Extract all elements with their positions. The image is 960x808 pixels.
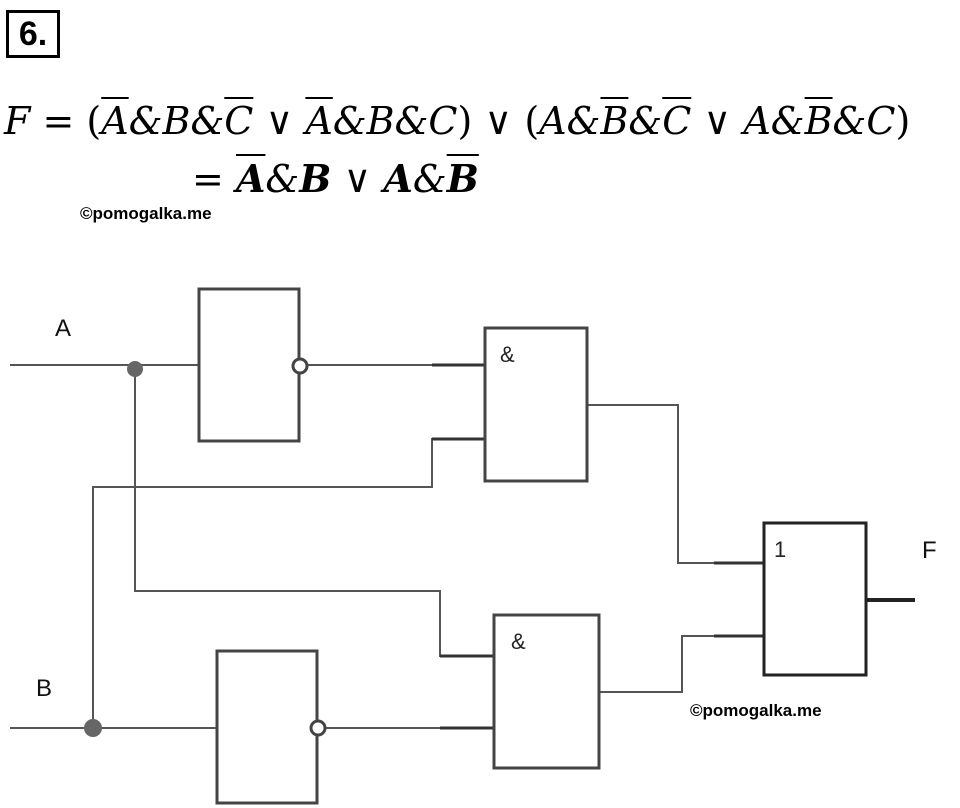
and-gate-2	[492, 613, 601, 770]
input-a-label: A	[55, 315, 71, 342]
wire-and2-to-or	[599, 635, 764, 693]
output-f-label: F	[922, 537, 937, 564]
watermark-top: ©pomogalka.me	[80, 204, 212, 223]
task-number: 6.	[6, 10, 60, 58]
and-gate-1-symbol: &	[500, 342, 515, 367]
junction-b	[84, 719, 102, 737]
formula-f: F	[4, 99, 31, 143]
b-bar: B	[446, 156, 479, 201]
junction-a	[127, 361, 143, 377]
wire-and1-to-or	[587, 404, 764, 564]
equals-sign: =	[42, 99, 75, 143]
or-gate-symbol: 1	[774, 537, 786, 562]
not-gate-2-bubble	[309, 719, 327, 737]
a-bar: A	[235, 156, 266, 201]
input-b-label: B	[36, 675, 52, 702]
watermark-bottom: ©pomogalka.me	[690, 701, 822, 720]
and-gate-2-symbol: &	[511, 629, 526, 654]
not-gate-1	[197, 287, 301, 443]
wire-a-to-and2	[134, 369, 494, 657]
not-gate-2	[215, 649, 319, 805]
formula-line-2: = A&B ∨ A&B	[192, 156, 479, 201]
formula-line-1: F = (A&B&C ∨ A&B&C) ∨ (A&B&C ∨ A&B&C)	[4, 99, 911, 143]
and-gate-1	[483, 326, 589, 483]
not-gate-1-bubble	[291, 357, 309, 375]
or-gate	[762, 521, 868, 677]
